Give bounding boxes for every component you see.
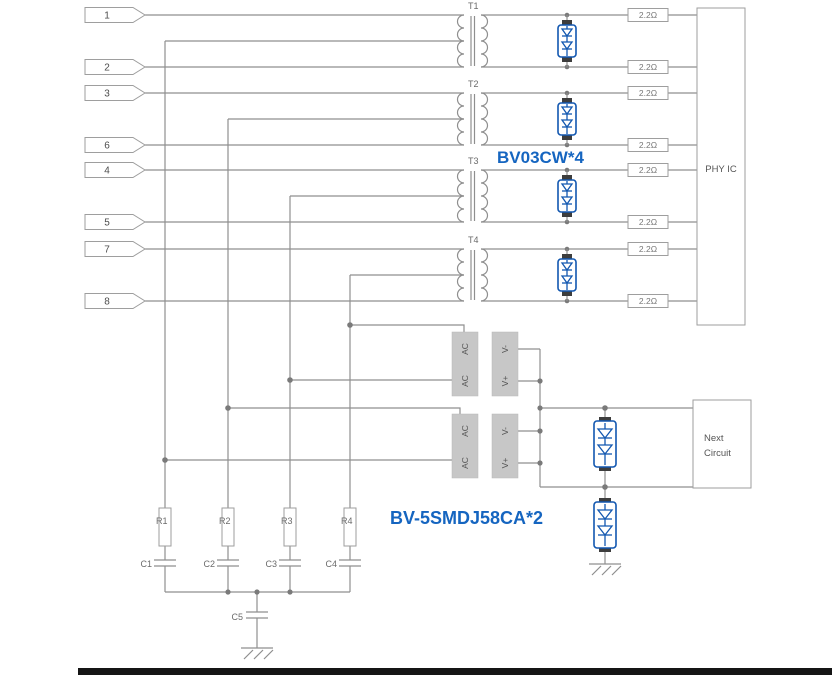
series-resistor-3-value: 2.2Ω <box>639 88 657 98</box>
pin-2-label: 2 <box>104 63 110 74</box>
phy-ic-label: PHY IC <box>705 164 737 175</box>
resistor-r2-symbol <box>221 507 235 547</box>
pin-5-flag <box>84 214 146 230</box>
pin-7-flag <box>84 241 146 257</box>
signal-wires <box>145 14 697 302</box>
pin-6-label: 6 <box>104 141 110 152</box>
tvs-part-number: BV-5SMDJ58CA*2 <box>390 508 543 528</box>
esd-array-4-symbol <box>557 248 577 302</box>
termination-network: R1 R2 R3 R4 C1 C2 C3 C4 C5 <box>140 507 362 660</box>
series-resistor-2-value: 2.2Ω <box>639 62 657 72</box>
dc-rail-wires <box>518 348 693 564</box>
series-resistor-8-value: 2.2Ω <box>639 296 657 306</box>
bridge-2-ac-block <box>451 413 479 479</box>
transformer-t1-symbol <box>456 14 489 68</box>
bridge-1-pin-vminus: V- <box>500 345 510 353</box>
pin-8-label: 8 <box>104 297 110 308</box>
esd-array-3-symbol <box>557 169 577 223</box>
transformer-t1-label: T1 <box>468 1 479 11</box>
resistor-r1-symbol <box>158 507 172 547</box>
window-footer-bar <box>78 668 832 675</box>
bridge-rectifier-2: AC AC V- V+ <box>451 413 519 479</box>
resistor-r1-label: R1 <box>156 516 168 526</box>
next-circuit-block: Next Circuit <box>692 399 752 489</box>
resistor-r3-symbol <box>283 507 297 547</box>
resistor-r2-label: R2 <box>219 516 231 526</box>
transformer-t3-symbol <box>456 169 489 223</box>
pin-5-label: 5 <box>104 218 110 229</box>
transformer-t4-label: T4 <box>468 235 479 245</box>
center-tap-wires <box>164 40 464 508</box>
ground-symbol-bottom <box>240 647 274 660</box>
esd-array-1-symbol <box>557 14 577 68</box>
series-resistor-1-value: 2.2Ω <box>639 10 657 20</box>
bridge-2-pin-vplus: V+ <box>500 458 510 469</box>
capacitor-c1-symbol <box>153 559 177 567</box>
pin-4-flag <box>84 162 146 178</box>
pin-6-flag <box>84 137 146 153</box>
bridge-2-pin-ac1: AC <box>460 425 470 437</box>
series-resistor-7-value: 2.2Ω <box>639 244 657 254</box>
bridge-1-pin-ac2: AC <box>460 375 470 387</box>
pin-4-label: 4 <box>104 166 110 177</box>
pin-3-flag <box>84 85 146 101</box>
transformer-t3-label: T3 <box>468 156 479 166</box>
termination-wires <box>164 546 351 648</box>
capacitor-c4-symbol <box>338 559 362 567</box>
bridge-1-ac-block <box>451 331 479 397</box>
esd-array-part-number: BV03CW*4 <box>497 148 584 167</box>
series-resistor-5-value: 2.2Ω <box>639 165 657 175</box>
input-pins: 1 2 3 6 4 5 7 8 <box>84 7 146 309</box>
next-circuit-label-1: Next <box>704 433 724 444</box>
capacitor-c3-symbol <box>278 559 302 567</box>
capacitor-c3-label: C3 <box>265 559 277 569</box>
series-resistors: 2.2Ω 2.2Ω 2.2Ω 2.2Ω 2.2Ω 2.2Ω 2.2Ω 2.2Ω <box>627 8 669 308</box>
capacitor-c1-label: C1 <box>140 559 152 569</box>
transformer-t2-label: T2 <box>468 79 479 89</box>
ground-symbol-right <box>588 563 622 576</box>
bridge-2-pin-ac2: AC <box>460 457 470 469</box>
capacitor-c2-label: C2 <box>203 559 215 569</box>
capacitor-c4-label: C4 <box>325 559 337 569</box>
capacitor-c5-symbol <box>245 611 269 619</box>
bridge-rectifier-1: AC AC V- V+ <box>451 331 519 397</box>
pin-2-flag <box>84 59 146 75</box>
transformer-t2-symbol <box>456 92 489 146</box>
transformer-t4-symbol <box>456 248 489 302</box>
bridge-1-dc-block <box>491 331 519 397</box>
phy-ic-block: PHY IC <box>696 7 746 326</box>
bridge-2-dc-block <box>491 413 519 479</box>
resistor-r4-label: R4 <box>341 516 353 526</box>
esd-array-2-symbol <box>557 92 577 146</box>
transformers: T1 T2 T3 T4 <box>456 1 489 302</box>
tvs-diode-2-symbol <box>593 497 617 553</box>
bridge-2-pin-vminus: V- <box>500 427 510 435</box>
pin-1-flag <box>84 7 146 23</box>
series-resistor-6-value: 2.2Ω <box>639 217 657 227</box>
tvs-diode-1-symbol <box>593 416 617 472</box>
pin-7-label: 7 <box>104 245 110 256</box>
capacitor-c5-label: C5 <box>231 612 243 622</box>
series-resistor-4-value: 2.2Ω <box>639 140 657 150</box>
bridge-1-pin-vplus: V+ <box>500 376 510 387</box>
resistor-r3-label: R3 <box>281 516 293 526</box>
pin-1-label: 1 <box>104 11 110 22</box>
pin-3-label: 3 <box>104 89 110 100</box>
resistor-r4-symbol <box>343 507 357 547</box>
next-circuit-label-2: Circuit <box>704 448 731 459</box>
bridge-1-pin-ac1: AC <box>460 343 470 355</box>
bridge-input-wires <box>165 324 465 461</box>
capacitor-c2-symbol <box>216 559 240 567</box>
pin-8-flag <box>84 293 146 309</box>
